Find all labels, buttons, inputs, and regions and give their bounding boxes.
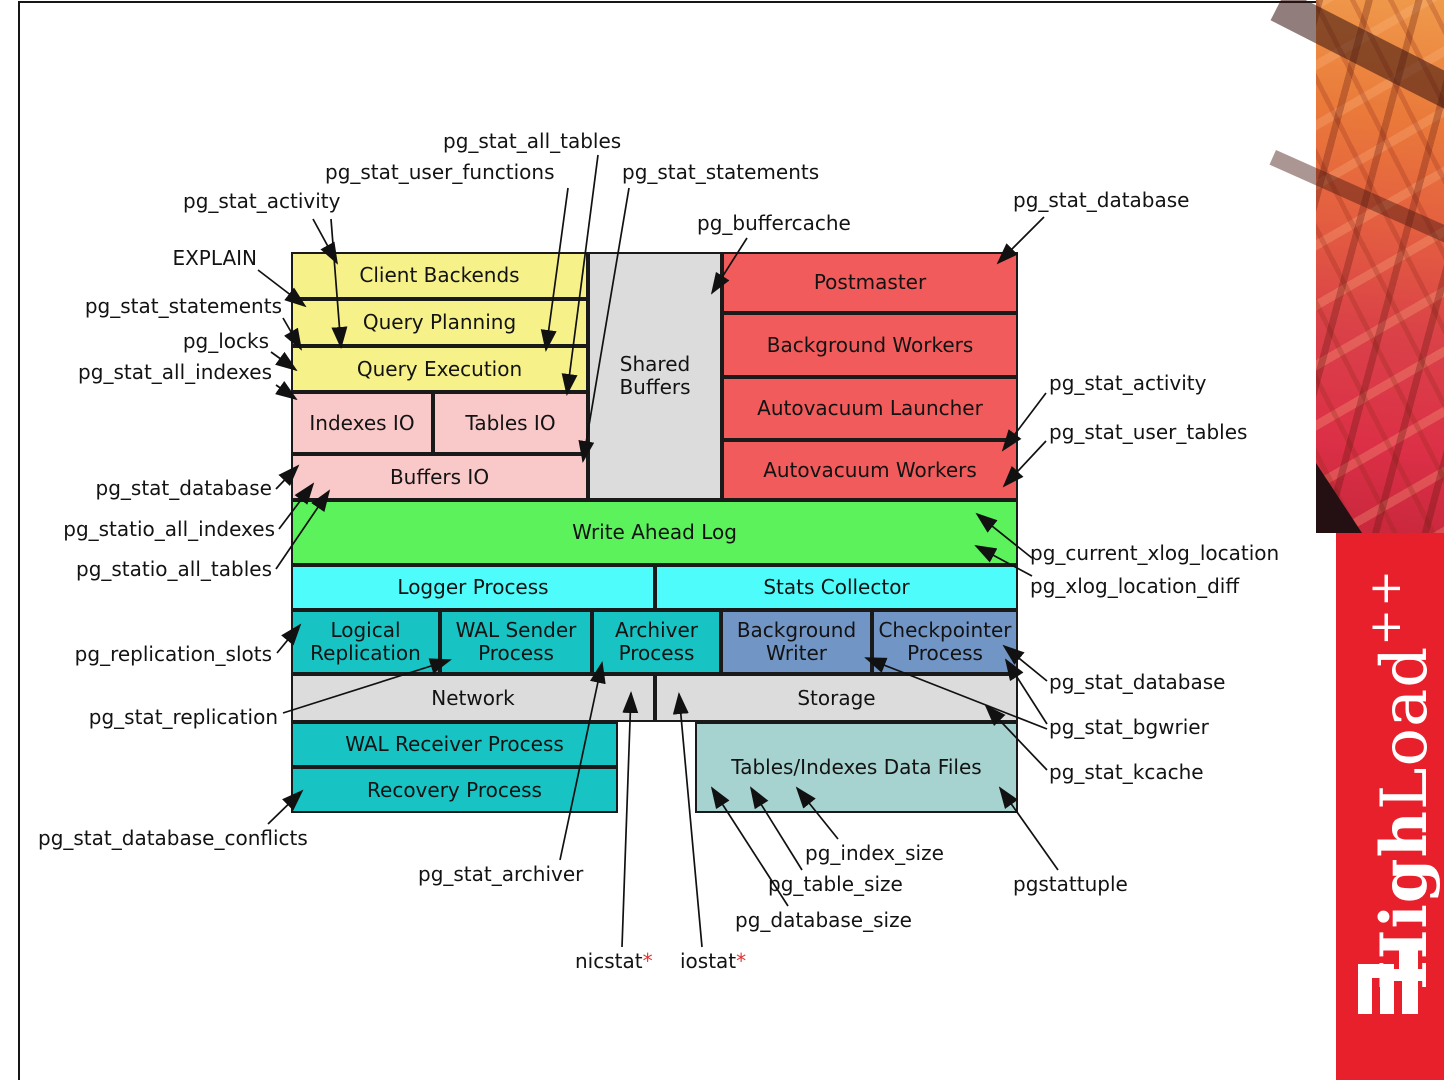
box-logger-process: Logger Process (291, 565, 655, 610)
box-autovacuum-launcher: Autovacuum Launcher (722, 377, 1018, 440)
slide-border-top (18, 1, 1336, 3)
label-pg-stat-database-left: pg_stat_database (95, 476, 272, 500)
label-pg-buffercache: pg_buffercache (697, 211, 851, 235)
box-query-execution: Query Execution (291, 346, 588, 392)
box-network: Network (291, 674, 655, 722)
box-background-workers: Background Workers (722, 313, 1018, 377)
box-write-ahead-log: Write Ahead Log (291, 500, 1018, 565)
label-pg-database-size: pg_database_size (735, 908, 912, 932)
label-pg-replication-slots: pg_replication_slots (74, 642, 272, 666)
label-pg-stat-user-tables: pg_stat_user_tables (1049, 420, 1248, 444)
label-pg-stat-all-indexes: pg_stat_all_indexes (78, 360, 272, 384)
brand-load: Load (1368, 645, 1442, 810)
label-pg-table-size: pg_table_size (768, 872, 903, 896)
box-tables-io: Tables IO (433, 392, 588, 454)
label-pg-stat-user-functions: pg_stat_user_functions (325, 160, 555, 184)
slide-border-left (18, 1, 20, 1080)
label-pg-xlog-location-diff: pg_xlog_location_diff (1030, 574, 1240, 598)
label-pg-locks: pg_locks (182, 329, 269, 353)
box-client-backends: Client Backends (291, 252, 588, 299)
box-wal-receiver-process: WAL Receiver Process (291, 722, 618, 767)
box-shared-buffers: Shared Buffers (588, 252, 722, 500)
label-pg-stat-all-tables: pg_stat_all_tables (443, 129, 622, 153)
label-iostat: iostat* (680, 949, 746, 973)
label-pg-stat-statements-top: pg_stat_statements (622, 160, 820, 184)
sidebar-architecture-photo (1269, 0, 1444, 533)
iostat-text: iostat (680, 949, 737, 973)
box-query-planning: Query Planning (291, 299, 588, 346)
box-recovery-process: Recovery Process (291, 767, 618, 813)
box-buffers-io: Buffers IO (291, 454, 588, 500)
highload-logo-text: HighLoad++ (1322, 550, 1444, 990)
label-pg-stat-bgwrier: pg_stat_bgwrier (1049, 715, 1209, 739)
box-stats-collector: Stats Collector (655, 565, 1018, 610)
nicstat-asterisk: * (642, 949, 653, 973)
label-pg-stat-activity-right: pg_stat_activity (1049, 371, 1207, 395)
brand-plus-plus: ++ (1360, 568, 1411, 646)
label-pg-stat-statements-left: pg_stat_statements (84, 294, 282, 318)
label-explain: EXPLAIN (172, 246, 257, 270)
box-storage: Storage (655, 674, 1018, 722)
photo-dark-beam-2 (1269, 150, 1444, 263)
box-checkpointer-process: Checkpointer Process (872, 610, 1018, 674)
label-pg-statio-all-tables: pg_statio_all_tables (76, 557, 272, 581)
label-pg-stat-archiver: pg_stat_archiver (418, 862, 584, 886)
box-logical-replication: Logical Replication (291, 610, 440, 674)
box-background-writer: Background Writer (721, 610, 872, 674)
box-archiver-process: Archiver Process (592, 610, 721, 674)
label-pg-stat-database-conflicts: pg_stat_database_conflicts (38, 826, 308, 850)
highload-logo-icon (1358, 946, 1418, 1014)
label-pg-stat-database-right: pg_stat_database (1049, 670, 1226, 694)
box-wal-sender-process: WAL Sender Process (440, 610, 592, 674)
label-pg-stat-kcache: pg_stat_kcache (1049, 760, 1204, 784)
label-pg-stat-replication: pg_stat_replication (88, 705, 278, 729)
label-pg-statio-all-indexes: pg_statio_all_indexes (63, 517, 275, 541)
photo-dark-triangle (1316, 463, 1362, 533)
label-pg-index-size: pg_index_size (805, 841, 944, 865)
box-autovacuum-workers: Autovacuum Workers (722, 440, 1018, 500)
label-pgstattuple: pgstattuple (1013, 872, 1128, 896)
label-nicstat: nicstat* (575, 949, 653, 973)
box-indexes-io: Indexes IO (291, 392, 433, 454)
label-pg-stat-database-top: pg_stat_database (1013, 188, 1190, 212)
photo-dark-beam (1270, 0, 1444, 121)
label-pg-current-xlog-location: pg_current_xlog_location (1030, 541, 1280, 565)
nicstat-text: nicstat (575, 949, 643, 973)
box-tables-indexes-data-files: Tables/Indexes Data Files (695, 722, 1018, 813)
iostat-asterisk: * (736, 949, 747, 973)
box-postmaster: Postmaster (722, 252, 1018, 313)
label-pg-stat-activity-top: pg_stat_activity (183, 189, 341, 213)
